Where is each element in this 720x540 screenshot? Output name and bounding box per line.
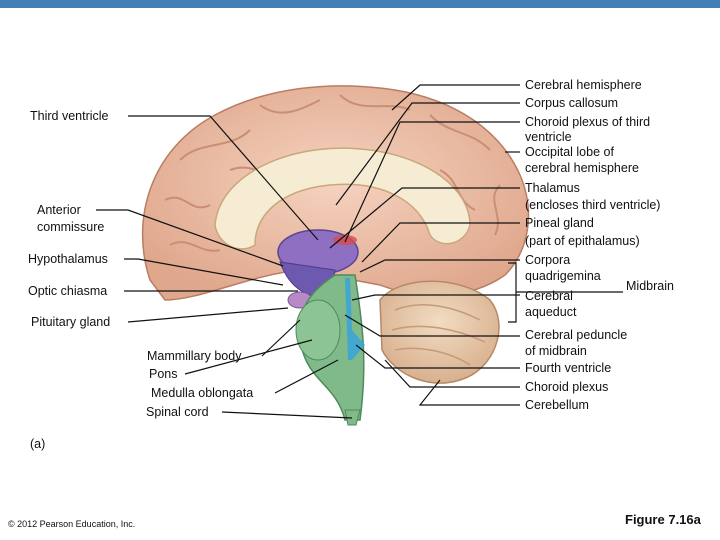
label-optic-chiasma: Optic chiasma xyxy=(28,284,108,298)
label-corpora-2: quadrigemina xyxy=(525,269,601,283)
label-corpus-callosum: Corpus callosum xyxy=(525,96,619,110)
label-thalamus-1: Thalamus xyxy=(525,181,580,195)
label-choroid-plexus: Choroid plexus xyxy=(525,380,609,394)
label-thalamus-2: (encloses third ventricle) xyxy=(525,198,661,212)
label-cerebral-peduncle-2: of midbrain xyxy=(525,344,587,358)
label-anterior-commissure-2: commissure xyxy=(37,220,105,234)
label-cerebral-aqueduct-2: aqueduct xyxy=(525,305,577,319)
label-cerebellum: Cerebellum xyxy=(525,398,589,412)
copyright-notice: © 2012 Pearson Education, Inc. xyxy=(8,519,136,529)
label-cerebral-peduncle-1: Cerebral peduncle xyxy=(525,328,628,342)
label-midbrain: Midbrain xyxy=(626,279,674,293)
label-medulla-oblongata: Medulla oblongata xyxy=(151,386,254,400)
label-fourth-ventricle: Fourth ventricle xyxy=(525,361,612,375)
corpus-callosum-shape xyxy=(214,147,471,250)
label-choroid-plexus-third-1: Choroid plexus of third xyxy=(525,115,651,129)
label-anterior-commissure-1: Anterior xyxy=(37,203,81,217)
label-occipital-lobe-1: Occipital lobe of xyxy=(525,145,614,159)
cerebellum-shape xyxy=(379,280,500,384)
left-leader-lines xyxy=(96,115,353,419)
figure-label: Figure 7.16a xyxy=(625,512,701,527)
spinal-cord-shape xyxy=(344,409,361,426)
label-pituitary-gland: Pituitary gland xyxy=(31,315,111,329)
aqueduct-shape xyxy=(345,278,365,360)
label-choroid-plexus-third-2: ventricle xyxy=(525,130,572,144)
label-hypothalamus: Hypothalamus xyxy=(28,252,108,266)
label-corpora-1: Corpora xyxy=(525,253,571,267)
gyri-lines xyxy=(164,94,501,252)
label-occipital-lobe-2: cerebral hemisphere xyxy=(525,161,639,175)
label-mammillary-body: Mammillary body xyxy=(147,349,242,363)
label-pineal-gland-1: Pineal gland xyxy=(525,216,594,230)
label-cerebral-aqueduct-1: Cerebral xyxy=(525,289,573,303)
label-third-ventricle: Third ventricle xyxy=(30,109,109,123)
label-cerebral-hemisphere: Cerebral hemisphere xyxy=(525,78,642,92)
panel-label: (a) xyxy=(30,437,46,451)
label-spinal-cord: Spinal cord xyxy=(146,405,209,419)
top-accent-bar xyxy=(0,0,720,8)
label-pons: Pons xyxy=(149,367,178,381)
label-pineal-gland-2: (part of epithalamus) xyxy=(525,234,640,248)
right-leader-lines xyxy=(329,84,623,406)
